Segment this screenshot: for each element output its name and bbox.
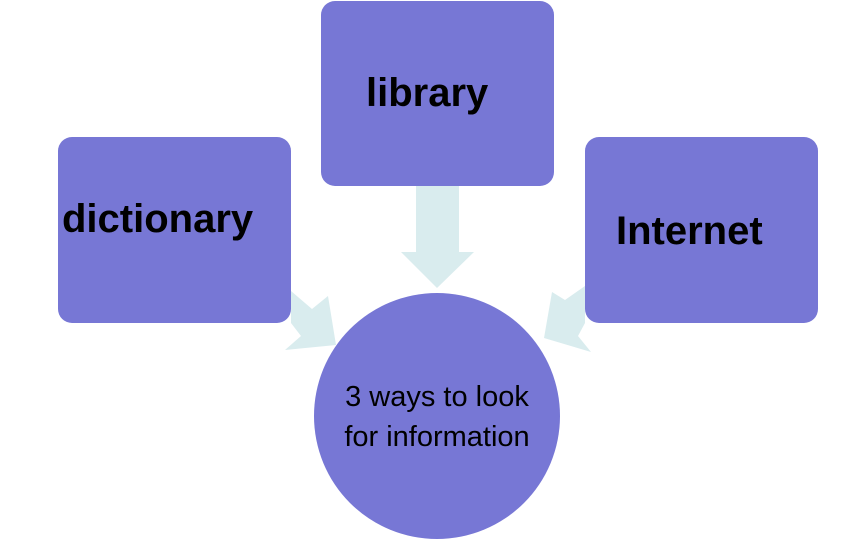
node-dictionary-label: dictionary bbox=[62, 197, 254, 241]
node-internet-label: Internet bbox=[616, 209, 763, 253]
node-library-label: library bbox=[366, 71, 489, 115]
node-library: library bbox=[321, 1, 554, 186]
arrow-internet-to-hub bbox=[544, 286, 591, 352]
arrow-library-to-hub bbox=[401, 186, 474, 288]
hub-label: 3 ways to look for information bbox=[344, 381, 530, 453]
hub-circle: 3 ways to look for information bbox=[314, 293, 560, 539]
node-dictionary: dictionary bbox=[58, 137, 291, 323]
node-internet: Internet bbox=[585, 137, 818, 323]
arrow-dictionary-to-hub bbox=[285, 291, 336, 350]
